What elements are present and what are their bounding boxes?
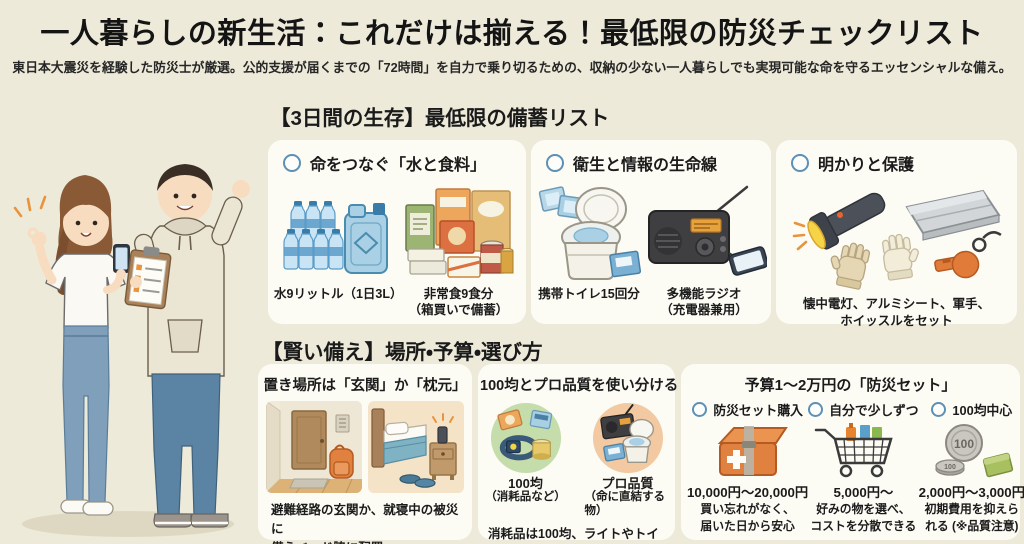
work-glove-icon [830,242,870,290]
sparkle-icon [792,221,807,251]
card-title: 衛生と情報の生命線 [573,157,718,174]
backpack-icon [329,444,354,479]
water-stock-illustration [282,177,389,283]
section-smart-header: 【賢い備え】場所・予算・選び方 [262,341,543,364]
hundred-yen-sub: （消耗品など） [485,491,566,504]
placement-caption: 避難経路の玄関か、就寝中の被災に 備えベッド脇に配置。 [271,503,459,544]
card-hygiene-info: 衛生と情報の生命線 [531,140,771,324]
checklist-clipboard-icon [124,246,172,310]
card-quality-split: 100均とプロ品質を使い分ける [478,364,679,541]
option-price: 10,000円～20,000円 [687,485,809,500]
option-note: 好みの物を選べ、 コストを分散できる [810,502,917,533]
food-label: 非常食9食分 （箱買いで備蓄） [408,287,509,317]
food-stock-illustration [404,177,514,283]
sparkle-icon [432,413,454,423]
work-glove-icon [881,233,919,281]
whistle-icon [933,231,1002,279]
option-label: 自分で少しずつ [829,403,919,418]
card-title: 明かりと保護 [818,157,915,174]
hundred-yen-items-illustration [490,402,562,474]
coin-text: 100 [944,464,956,471]
card-title: 100均とプロ品質を使い分ける [480,378,679,394]
emergency-kit-box-illustration [698,423,798,479]
pro-quality-sub: （命に直結する物） [584,491,666,518]
checkbox-circle-icon [283,154,301,172]
option-price: 5,000円～ [833,485,894,500]
light-protection-caption: 懐中電灯、アルミシート、軍手、 ホイッスルをセット [802,297,991,328]
couple-illustration [0,84,260,544]
checkbox-circle-icon [931,402,947,417]
card-title: 命をつなぐ「水と食料」 [310,157,487,174]
sparkle-icon [13,195,47,218]
checkbox-circle-icon [546,154,564,172]
portable-toilet-illustration [537,177,641,283]
card-budget: 予算1～2万円の「防災セット」 防災セット購入 10,000円～20,0 [681,364,1024,540]
light-protection-illustration [776,177,1017,293]
page-title: 一人暮らしの新生活：これだけは揃える！最低限の防災チェックリスト [40,18,984,50]
section-survival-header: 【3日間の生存】最低限の備蓄リスト [270,107,610,130]
hundred-yen-coins-illustration: 100 100 [922,423,1022,479]
card-title: 予算1～2万円の「防災セット」 [744,377,957,394]
card-light-protection: 明かりと保護 [776,140,1017,328]
flashlight-icon [806,192,885,250]
checkbox-circle-icon [808,402,824,417]
water-label: 水9リットル（1日3L） [274,287,403,301]
shoes-icon [399,474,436,488]
option-label: 防災セット購入 [713,403,803,418]
page-subtitle: 東日本大震災を経験した防災士が厳選。公的支援が届くまでの「72時間」を自力で乗り… [12,60,1012,75]
notebook-icon [982,452,1013,478]
checkbox-circle-icon [791,154,809,172]
toilet-label: 携帯トイレ15回分 [538,287,640,301]
option-price: 2,000円～3,000円 [918,485,1024,500]
option-label: 100均中心 [952,403,1013,418]
hundred-yen-label: 100均 [508,476,543,491]
man-figure [124,164,250,528]
smartphone-icon [113,244,130,273]
bedside-illustration [368,401,464,493]
coin-text: 100 [954,437,974,451]
pro-quality-items-illustration [592,402,664,474]
option-note: 買い忘れがなく、 届いた日から安心 [700,502,795,533]
card-placement: 置き場所は「玄関」か「枕元」 [258,364,472,544]
radio-charger-illustration [641,177,767,283]
pro-quality-label: プロ品質 [601,476,654,491]
radio-label: 多機能ラジオ （充電器兼用） [660,287,748,317]
entrance-illustration [266,401,362,493]
option-note: 初期費用を抑えら れる (※品質注意) [924,502,1019,533]
shopping-cart-illustration [813,423,913,479]
quality-caption: 消耗品は100均、ライトやトイレなど 命に直結する物は高品質品を。 [488,526,659,541]
card-water-food: 命をつなぐ「水と食料」 [268,140,526,324]
woman-figure [13,175,130,516]
card-title: 置き場所は「玄関」か「枕元」 [263,378,467,394]
emergency-blanket-icon [904,189,1001,241]
checkbox-circle-icon [692,402,708,417]
